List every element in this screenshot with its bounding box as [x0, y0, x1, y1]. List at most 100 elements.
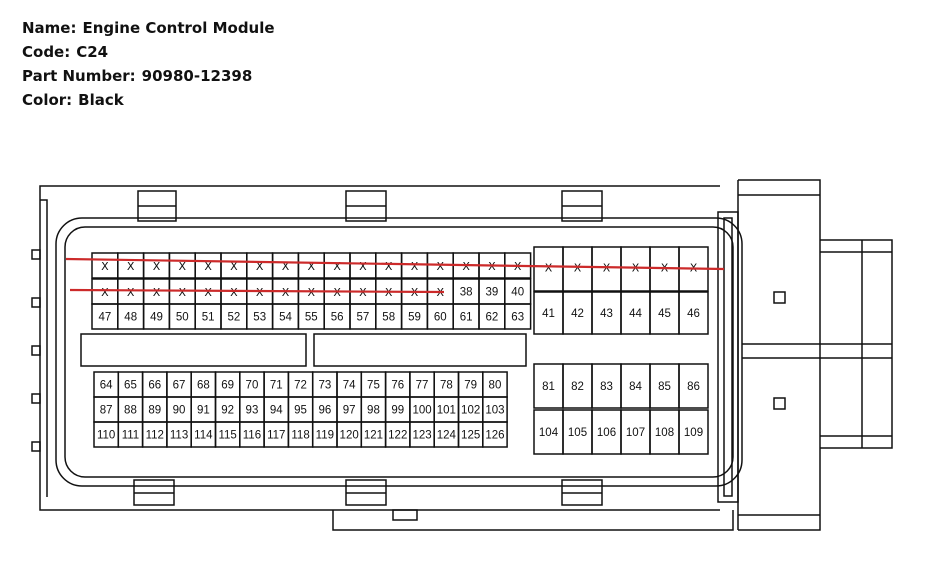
unused-pin-mark: X [101, 260, 109, 273]
pin-label: 74 [343, 380, 356, 392]
pin-label: 49 [150, 312, 163, 324]
name-value: Engine Control Module [82, 19, 275, 37]
pin-label: 92 [221, 405, 234, 417]
pin-label: 62 [486, 312, 499, 324]
divider-bar [313, 333, 527, 367]
pin-label: 91 [197, 405, 210, 417]
unused-pin-mark: X [282, 286, 290, 299]
pin-label: 101 [437, 405, 456, 417]
pin-label: 109 [684, 427, 703, 439]
pin-label: 58 [382, 312, 395, 324]
pin-label: 123 [412, 430, 431, 442]
code-line: Code:C24 [22, 40, 275, 64]
pin-label: 104 [539, 427, 559, 439]
outer-frame [55, 217, 743, 487]
pin-label: 113 [170, 430, 188, 442]
pin-label: 97 [343, 405, 356, 417]
pin-label: 103 [485, 405, 504, 417]
divider-bar [80, 333, 307, 367]
pin-label: 57 [357, 312, 370, 324]
red-marker-line [69, 288, 445, 294]
pin-label: 96 [318, 405, 331, 417]
pin-label: 46 [687, 308, 700, 320]
unused-pin-mark: X [256, 286, 264, 299]
pin-label: 43 [600, 308, 613, 320]
unused-pin-mark: X [127, 260, 135, 273]
pin-cell [678, 291, 709, 335]
pin-label: 108 [655, 427, 674, 439]
inner-frame [64, 226, 734, 478]
pin-label: 114 [194, 430, 213, 442]
pin-label: 122 [388, 430, 407, 442]
pin-label: 79 [464, 380, 477, 392]
unused-pin-mark: X [101, 286, 109, 299]
pin-label: 94 [270, 405, 283, 417]
pin-label: 59 [408, 312, 421, 324]
connector-housing [31, 179, 893, 531]
pin-label: 126 [485, 430, 504, 442]
connector-info: Name: Engine Control Module Code:C24 Part… [22, 16, 275, 112]
pin-label: 111 [122, 430, 139, 442]
pin-label: 124 [437, 430, 457, 442]
unused-pin-mark: X [153, 286, 161, 299]
pin-label: 86 [687, 381, 700, 393]
latch-slot [773, 397, 786, 410]
unused-pin-mark: X [282, 260, 290, 273]
pin-label: 106 [597, 427, 616, 439]
pin-label: 69 [221, 380, 234, 392]
unused-pin-mark: X [359, 260, 367, 273]
pin-label: 90 [173, 405, 186, 417]
unused-pin-mark: X [127, 286, 135, 299]
pin-label: 61 [460, 312, 473, 324]
unused-pin-mark: X [204, 286, 212, 299]
pin-label: 107 [626, 427, 645, 439]
pin-label: 83 [600, 381, 613, 393]
pin-label: 110 [97, 430, 115, 442]
pin-label: 48 [124, 312, 137, 324]
pin-label: 63 [511, 312, 524, 324]
pin-label: 121 [364, 430, 383, 442]
pin-label: 60 [434, 312, 447, 324]
pin-label: 70 [246, 380, 259, 392]
pin-label: 71 [270, 380, 283, 392]
pin-label: 41 [542, 308, 555, 320]
unused-pin-mark: X [230, 260, 238, 273]
unused-pin-mark: X [256, 260, 264, 273]
name-label: Name: [22, 19, 77, 37]
pin-label: 95 [294, 405, 307, 417]
pin-cell [504, 303, 532, 330]
pin-label: 119 [316, 430, 334, 442]
pin-label: 66 [148, 380, 161, 392]
unused-pin-mark: X [308, 260, 316, 273]
pin-label: 51 [202, 312, 215, 324]
unused-pin-mark: X [230, 286, 238, 299]
part-number-line: Part Number:90980-12398 [22, 64, 275, 88]
pin-label: 89 [148, 405, 161, 417]
pin-label: 76 [391, 380, 404, 392]
pin-label: 73 [318, 380, 331, 392]
pin-label: 120 [340, 430, 359, 442]
pin-label: 84 [629, 381, 642, 393]
color-label: Color: [22, 91, 73, 109]
wire-markers [65, 257, 725, 294]
pin-label: 77 [416, 380, 429, 392]
pin-label: 44 [629, 308, 642, 320]
part-number-value: 90980-12398 [141, 67, 253, 85]
pin-cell [678, 409, 709, 455]
pin-label: 87 [100, 405, 113, 417]
pin-cell [678, 363, 709, 409]
pin-label: 115 [218, 430, 236, 442]
unused-pin-mark: X [462, 260, 470, 273]
unused-pin-mark: X [545, 262, 553, 275]
unused-pin-mark: X [179, 260, 187, 273]
pin-label: 105 [568, 427, 587, 439]
pin-label: 116 [243, 430, 261, 442]
pin-label: 80 [489, 380, 502, 392]
pin-label: 38 [460, 287, 473, 299]
code-value: C24 [76, 43, 109, 61]
pin-label: 42 [571, 308, 584, 320]
unused-pin-mark: X [437, 260, 445, 273]
pin-label: 85 [658, 381, 671, 393]
unused-pin-mark: X [333, 260, 341, 273]
